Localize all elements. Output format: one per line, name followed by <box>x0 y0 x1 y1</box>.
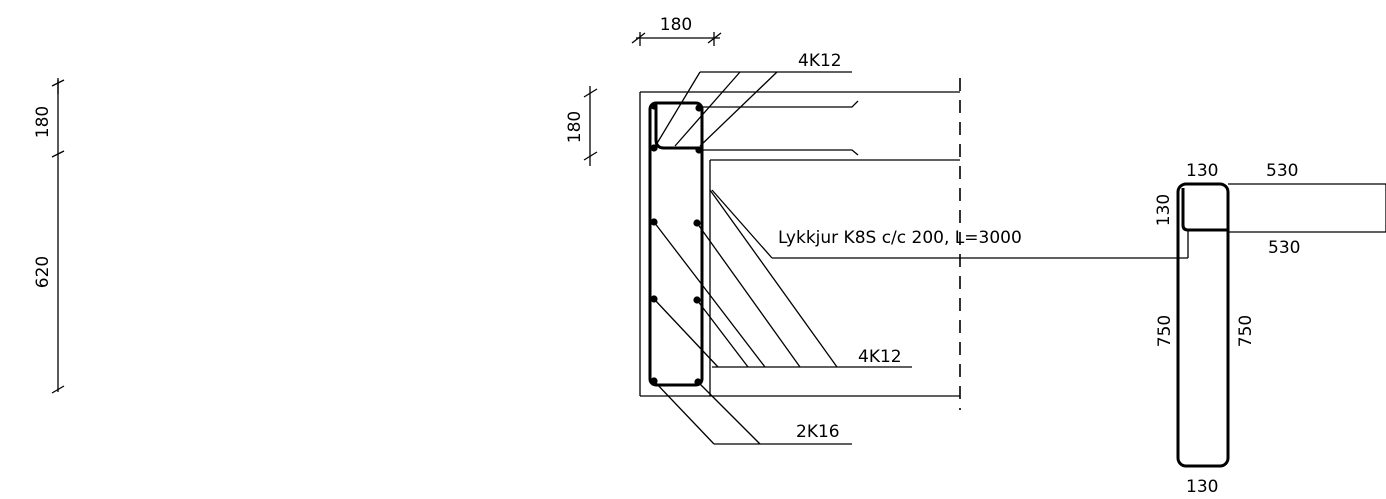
dim-620-vertical: 620 <box>33 256 53 288</box>
dim-180-width: 180 <box>660 15 692 35</box>
dim-530-top: 530 <box>1266 161 1298 181</box>
stirrup <box>648 101 704 387</box>
cross-section: 180 180 <box>565 15 1188 445</box>
label-4k12-top: 4K12 <box>798 51 842 71</box>
label-2k16: 2K16 <box>796 422 840 442</box>
bending-schedule: 130 530 130 530 750 750 130 <box>1154 161 1386 497</box>
dim-180-vertical: 180 <box>33 106 53 138</box>
label-4k12-mid: 4K12 <box>858 347 902 367</box>
dim-130-top: 130 <box>1186 161 1218 181</box>
left-dimension-chain: 180 620 <box>33 78 65 394</box>
dim-530-inner: 530 <box>1268 238 1300 258</box>
dim-130-bottom: 130 <box>1186 477 1218 497</box>
dim-130-left: 130 <box>1154 194 1174 226</box>
dim-750-right: 750 <box>1236 315 1256 347</box>
stirrup-shape <box>1176 182 1230 468</box>
dim-750-left: 750 <box>1155 315 1175 347</box>
stirrup-note: Lykkjur K8S c/c 200, L=3000 <box>778 228 1022 248</box>
dim-180-height: 180 <box>565 111 585 143</box>
